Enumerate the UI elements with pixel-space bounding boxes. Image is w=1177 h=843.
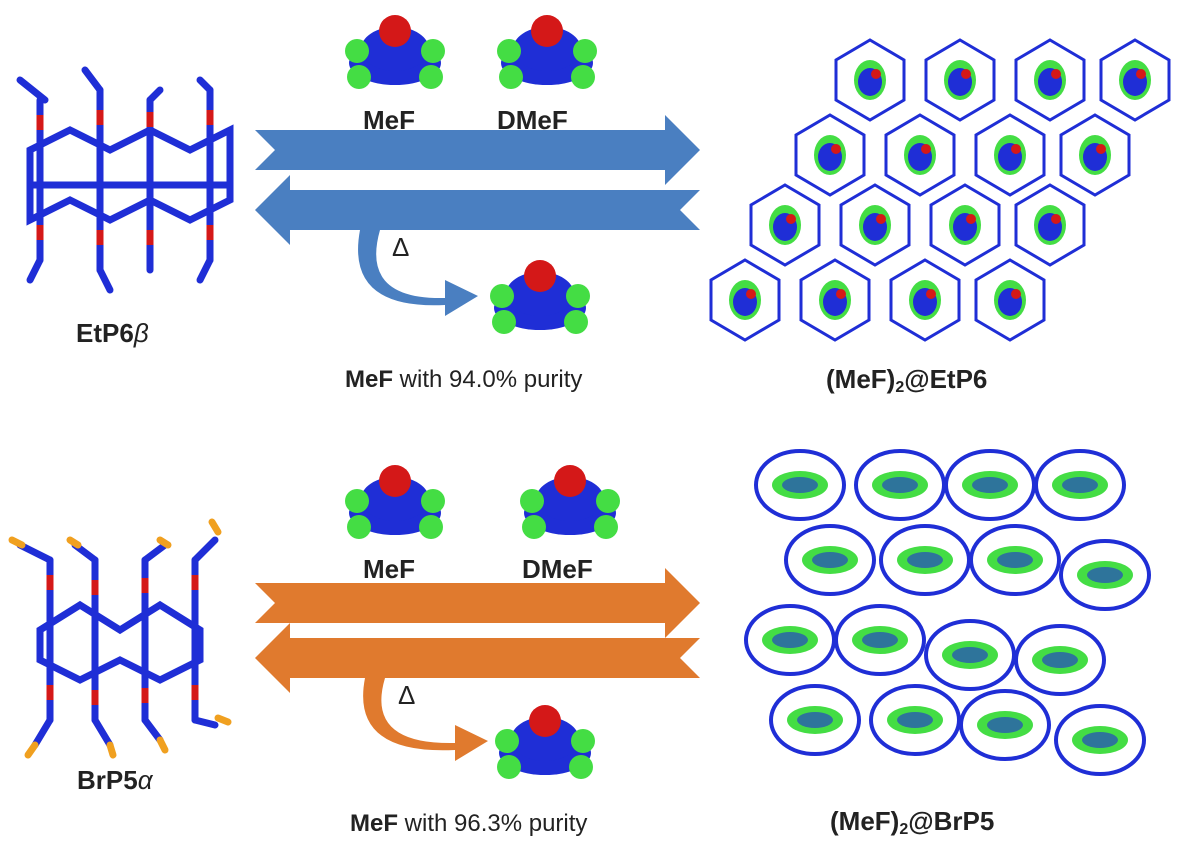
brp5-host-structure: [16, 536, 219, 749]
forward-arrow-blue: [255, 115, 700, 185]
etp6-host-structure: [16, 66, 234, 294]
forward-arrow-orange: [255, 568, 700, 638]
mef-molecule-icon: [345, 15, 445, 89]
curved-release-arrow-blue: [358, 230, 478, 316]
guest-label-mef: MeF: [363, 105, 415, 135]
heat-symbol: Δ: [392, 232, 410, 262]
etp6-oxygen-atoms: [36, 110, 214, 245]
host-label-etp6: EtP6β: [76, 318, 149, 348]
complex-label-etp6: (MeF)2@EtP6: [826, 364, 988, 396]
complex-label-brp5: (MeF)2@BrP5: [830, 806, 995, 838]
dmef-molecule-icon-2: [520, 465, 620, 539]
mef-molecule-icon-2: [345, 465, 445, 539]
brp5-bromine-atoms: [8, 518, 232, 759]
curved-release-arrow-orange: [363, 678, 488, 761]
mef-product-molecule-icon: [490, 260, 590, 334]
guest-label-mef-2: MeF: [363, 554, 415, 584]
guest-label-dmef: DMeF: [497, 105, 568, 135]
mef-product-molecule-icon-2: [495, 705, 595, 779]
reverse-arrow-blue: [255, 175, 700, 245]
heat-symbol-2: Δ: [398, 680, 416, 710]
host-label-brp5: BrP5α: [77, 765, 153, 795]
guest-label-dmef-2: DMeF: [522, 554, 593, 584]
purity-caption-top: MeF with 94.0% purity: [345, 366, 583, 393]
dmef-molecule-icon: [497, 15, 597, 89]
brp5-packing-lattice: [744, 449, 1151, 776]
reverse-arrow-orange: [255, 623, 700, 693]
brp5-oxygen-atoms: [46, 575, 199, 705]
purity-caption-bottom: MeF with 96.3% purity: [350, 810, 588, 837]
etp6-packing-lattice: [709, 38, 1171, 342]
